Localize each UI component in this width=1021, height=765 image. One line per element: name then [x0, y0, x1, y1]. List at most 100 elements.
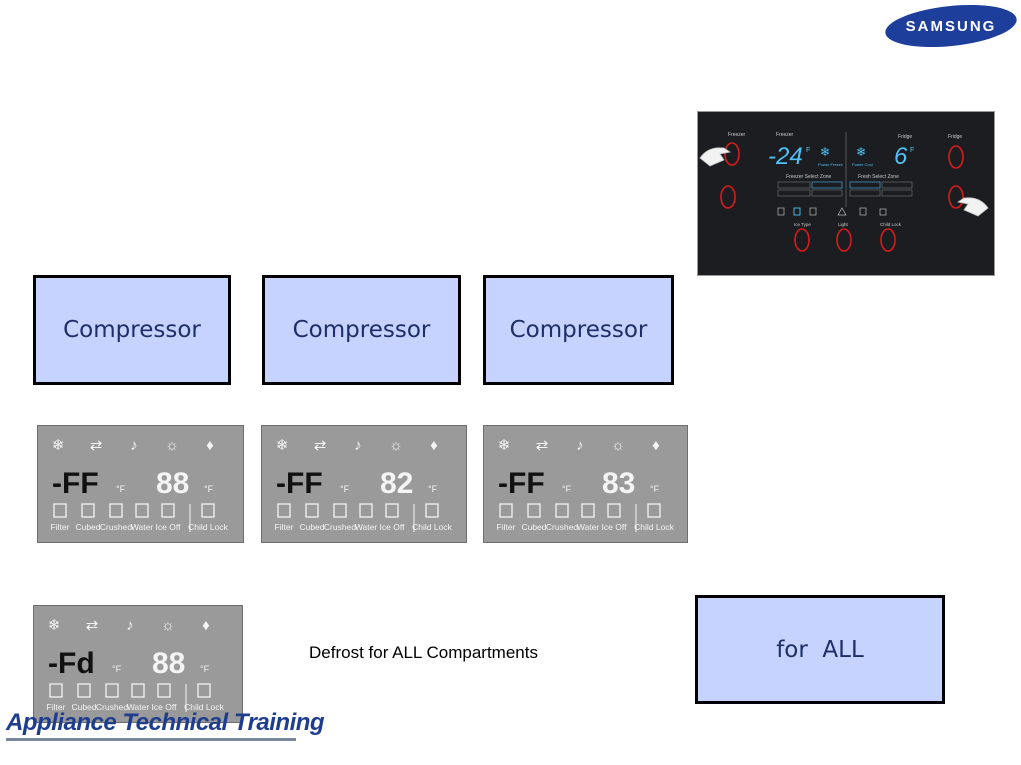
fridge-display-label: Fridge [898, 134, 912, 140]
water-drop-icon: ♦ [206, 437, 214, 454]
ice-off-icon [157, 683, 171, 698]
dispenser-icon: ⇄ [536, 437, 549, 454]
light-icon [837, 207, 847, 216]
light-label: Light [838, 222, 849, 227]
light-bulb-icon: ☼ [165, 437, 179, 454]
fridge-button[interactable] [948, 145, 964, 169]
lcd-label-water: Water [355, 522, 378, 532]
lock-icon [879, 208, 887, 216]
lcd-label-crushed-ice: Crushed [324, 522, 356, 532]
freezer-unit: °F [116, 484, 126, 494]
fresh-select-zone-button[interactable] [948, 185, 964, 209]
ice-maker-icon: ❄ [498, 437, 511, 454]
ice-maker-icon: ❄ [48, 617, 61, 634]
ice-off-icon [161, 503, 175, 518]
dispenser-icon: ⇄ [90, 437, 103, 454]
crushed-ice-icon [109, 503, 123, 518]
freezer-button[interactable] [724, 142, 740, 166]
ice-maker-icon: ❄ [52, 437, 65, 454]
lock-icon [425, 503, 439, 518]
lock-icon [197, 683, 211, 698]
lcd-label-lock: Child Lock [412, 522, 452, 532]
freezer-select-zone-button[interactable] [720, 185, 736, 209]
lcd-label-ice-off: Ice Off [602, 522, 628, 532]
lcd-label-cubed-ice: Cubed [521, 522, 546, 532]
control-panel-photo: Freezer Freezer Fridge Fridge -24 F 6 F … [697, 111, 995, 276]
lcd-label-water: Water [127, 702, 150, 712]
water-drop-icon: ♦ [652, 437, 660, 454]
water-icon [135, 503, 149, 518]
lcd-label-filter: Filter [51, 522, 70, 532]
water-icon [809, 207, 817, 216]
freezer-unit: °F [340, 484, 350, 494]
lcd-label-crushed-ice: Crushed [96, 702, 128, 712]
fresh-select-zone-label: Fresh Select Zone [858, 174, 899, 180]
crushed-ice-icon [333, 503, 347, 518]
power-cool-label: Power Cool [852, 162, 873, 167]
freezer-select-zone-label: Freezer Select Zone [786, 174, 832, 180]
lcd-label-lock: Child Lock [188, 522, 228, 532]
freezer-unit: °F [112, 664, 122, 674]
water-icon [581, 503, 595, 518]
dispenser-icon: ⇄ [314, 437, 327, 454]
lcd-label-cubed-ice: Cubed [299, 522, 324, 532]
child-lock-label: Child Lock [880, 222, 902, 227]
light-bulb-icon: ☼ [161, 617, 175, 634]
for-all-label: for ALL [776, 636, 864, 663]
freezer-temp-unit: F [806, 147, 810, 154]
lcd-label-ice-off: Ice Off [152, 702, 178, 712]
fridge-temp-readout: 6 [894, 143, 908, 170]
lcd-label-filter: Filter [497, 522, 516, 532]
fridge-unit: °F [650, 484, 660, 494]
fridge-temp-unit: F [910, 147, 914, 154]
cubed-icon [777, 207, 785, 216]
lcd-label-crushed-ice: Crushed [100, 522, 132, 532]
lcd-label-ice-off: Ice Off [156, 522, 182, 532]
cubed-ice-icon [305, 503, 319, 518]
compressor-box-2-label: Compressor [292, 317, 431, 343]
freezer-temp-readout: -24 [768, 143, 803, 170]
fridge-digits: 83 [602, 467, 635, 500]
lcd-label-crushed-ice: Crushed [546, 522, 578, 532]
fridge-digits: 88 [156, 467, 189, 500]
compressor-box-1-label: Compressor [63, 317, 201, 343]
hand-pointer-right-icon [956, 197, 989, 217]
ice-maker-icon: ❄ [276, 437, 289, 454]
hand-pointer-left-icon [699, 147, 732, 167]
lcd-label-filter: Filter [47, 702, 66, 712]
child-lock-button[interactable] [880, 228, 896, 252]
cubed-ice-icon [81, 503, 95, 518]
lcd-label-water: Water [131, 522, 154, 532]
lcd-label-cubed-ice: Cubed [71, 702, 96, 712]
dispenser-icon: ⇄ [86, 617, 99, 634]
freezer-unit: °F [562, 484, 572, 494]
fridge-unit: °F [204, 484, 214, 494]
lock-icon [201, 503, 215, 518]
footer-brand-text: Appliance Technical Training [6, 709, 325, 736]
light-bulb-icon: ☼ [389, 437, 403, 454]
power-freeze-label: Power Freeze [818, 162, 844, 167]
ice-type-button[interactable] [794, 228, 810, 252]
freezer-display-label: Freezer [776, 132, 794, 138]
water-drop-icon: ♦ [430, 437, 438, 454]
defrost-caption: Defrost for ALL Compartments [309, 643, 538, 662]
lcd-label-lock: Child Lock [184, 702, 224, 712]
lcd-label-lock: Child Lock [634, 522, 674, 532]
filter-icon [859, 207, 867, 216]
compressor-box-3-label: Compressor [509, 317, 648, 343]
ice-off-icon [385, 503, 399, 518]
filter-icon [277, 503, 291, 518]
freezer-digits: -Fd [48, 647, 95, 680]
filter-icon [499, 503, 513, 518]
fridge-button-label: Fridge [948, 134, 962, 140]
cubed-ice-icon [527, 503, 541, 518]
light-button[interactable] [836, 228, 852, 252]
crushed-ice-icon [555, 503, 569, 518]
lcd-label-filter: Filter [275, 522, 294, 532]
ice-type-label: Ice Type [794, 222, 811, 227]
lock-icon [647, 503, 661, 518]
